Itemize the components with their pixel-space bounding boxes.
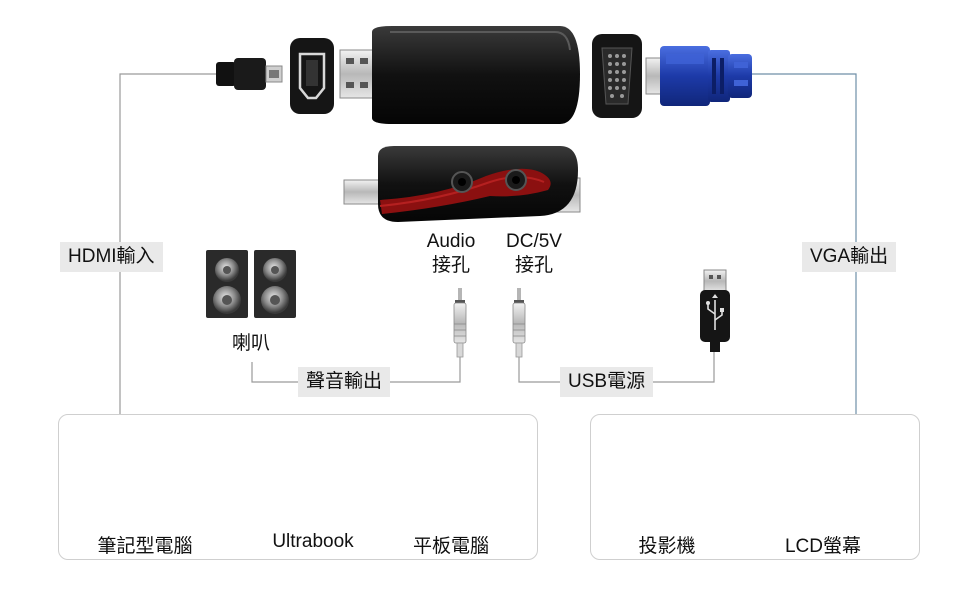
source-device-label: 筆記型電腦 (97, 536, 193, 557)
hdmi-port-icon (290, 38, 334, 114)
hdmi-wire (119, 73, 216, 415)
display-device-label: LCD螢幕 (784, 536, 861, 557)
audio-jack-label-line2: 接孔 (431, 255, 470, 276)
adapter-top-view (339, 26, 580, 124)
hdmi-cable-end-icon (216, 58, 283, 90)
display-devices-panel: 投影機 LCD螢幕 (590, 414, 920, 560)
source-device-label: Ultrabook (272, 531, 354, 552)
dc-jack-label: DC/5V 接孔 (496, 230, 572, 278)
vga-output-label: VGA輸出 (802, 242, 897, 272)
adapter-side-view (343, 146, 581, 222)
speaker-icon (206, 250, 296, 318)
speaker-label: 喇叭 (232, 333, 271, 354)
dc-jack-label-line1: DC/5V (506, 231, 562, 252)
vga-cable-icon (645, 46, 752, 106)
vga-port-icon (592, 34, 642, 118)
source-devices-panel: 筆記型電腦 Ultrabook 平板電腦 (58, 414, 538, 560)
audio-output-label: 聲音輸出 (298, 367, 391, 397)
dc-jack-label-line2: 接孔 (514, 255, 553, 276)
usb-power-label: USB電源 (560, 367, 654, 397)
vga-wire (752, 73, 857, 415)
source-device-label: 平板電腦 (412, 536, 489, 557)
audio-jack-label-line1: Audio (426, 231, 476, 252)
usb-plug-icon (700, 269, 730, 352)
dc-plug-icon (512, 288, 526, 358)
audio-jack-label: Audio 接孔 (414, 230, 488, 278)
audio-plug-icon (453, 288, 467, 358)
hdmi-input-label: HDMI輸入 (60, 242, 163, 272)
display-device-label: 投影機 (638, 536, 696, 557)
